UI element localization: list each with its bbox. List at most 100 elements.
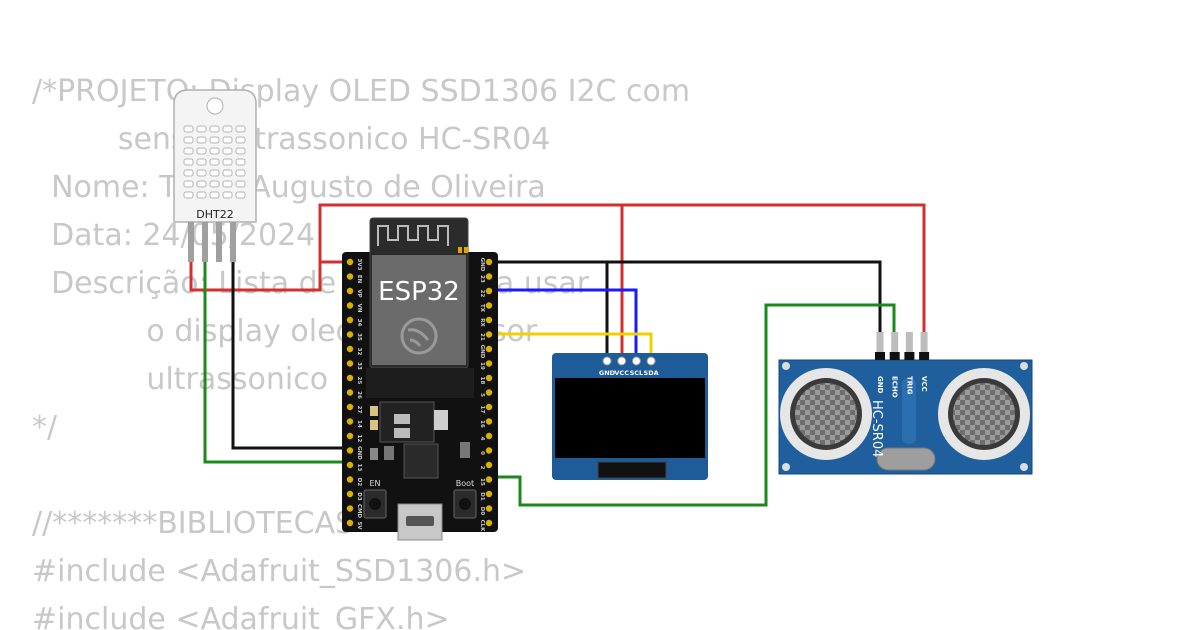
esp32-left-pin-hole[interactable] bbox=[346, 418, 354, 425]
esp32-left-pin-label: D2 bbox=[356, 478, 362, 487]
esp32-left-pin-hole[interactable] bbox=[346, 461, 354, 469]
esp32-right-pin-hole[interactable] bbox=[485, 374, 493, 382]
esp32-right-pin-hole[interactable] bbox=[485, 345, 493, 353]
esp32-right-pin-hole[interactable] bbox=[485, 316, 493, 324]
esp32-right-pin-hole[interactable] bbox=[485, 273, 493, 280]
esp32-right-pin-hole[interactable] bbox=[485, 331, 493, 338]
esp32-left-pin-hole[interactable] bbox=[346, 331, 354, 338]
esp32-left-pin-label: 12 bbox=[356, 435, 362, 443]
esp32-left-pin-label: 13 bbox=[356, 464, 362, 472]
esp32-left-pin-label: VP bbox=[356, 289, 362, 297]
esp32-right-pin-hole[interactable] bbox=[485, 476, 493, 483]
espressif-logo-icon bbox=[400, 317, 438, 355]
hcsr04-pin[interactable] bbox=[876, 332, 884, 354]
esp32-right-pin-hole[interactable] bbox=[485, 461, 493, 469]
wire-hcsr04-echo[interactable] bbox=[488, 303, 896, 507]
esp32-right-pin-label: 2 bbox=[479, 466, 485, 470]
esp32-left-pin-label: 32 bbox=[356, 348, 362, 356]
esp32-left-pin-label: 14 bbox=[356, 420, 362, 428]
esp32-right-pin-label: RX bbox=[479, 318, 485, 327]
esp32-right-pin-label: 21 bbox=[479, 333, 485, 341]
dht22-sensor[interactable]: DHT22 bbox=[173, 89, 257, 262]
esp32-left-pin-hole[interactable] bbox=[346, 302, 354, 309]
esp32-right-pin-hole[interactable] bbox=[485, 505, 493, 512]
esp32-left-pin-label: GND bbox=[356, 446, 362, 460]
esp32-left-pin-hole[interactable] bbox=[346, 374, 354, 382]
esp32-left-pin-label: 26 bbox=[356, 391, 362, 399]
esp32-right-pin-label: CLK bbox=[479, 520, 485, 533]
esp32-right-pin-hole[interactable] bbox=[485, 258, 493, 266]
esp32-right-pin-label: D0 bbox=[479, 507, 485, 516]
esp32-left-pin-hole[interactable] bbox=[346, 519, 354, 527]
hcsr04-pin-label: GND bbox=[876, 376, 884, 394]
esp32-right-pin-label: 23 bbox=[479, 275, 485, 283]
oled-pin-hole[interactable] bbox=[617, 356, 627, 366]
code-line: ultrassonico bbox=[32, 362, 329, 397]
esp32-en-label: EN bbox=[369, 479, 380, 488]
esp32-left-pin-label: CMD bbox=[356, 504, 362, 519]
esp32-left-pin-hole[interactable] bbox=[346, 403, 354, 411]
oled-pin-hole[interactable] bbox=[602, 356, 612, 366]
esp32-left-pin-hole[interactable] bbox=[346, 273, 354, 280]
esp32-left-pin-hole[interactable] bbox=[346, 258, 354, 266]
esp32-right-pin-label: 0 bbox=[479, 451, 485, 455]
esp32-left-pin-hole[interactable] bbox=[346, 447, 354, 454]
esp32-right-pin-hole[interactable] bbox=[485, 403, 493, 411]
esp32-left-pin-hole[interactable] bbox=[346, 389, 354, 396]
esp32-right-pin-hole[interactable] bbox=[485, 389, 493, 396]
oled-pin-hole[interactable] bbox=[646, 356, 656, 366]
esp32-right-pin-hole[interactable] bbox=[485, 490, 493, 498]
wire-dht-data[interactable] bbox=[203, 262, 350, 464]
esp32-left-pin-hole[interactable] bbox=[346, 316, 354, 324]
esp32-left-pin-label: 27 bbox=[356, 406, 362, 414]
esp32-right-pin-label: 22 bbox=[479, 290, 485, 298]
esp32-left-pin-hole[interactable] bbox=[346, 287, 354, 295]
esp32-board[interactable]: ESP32 EN bbox=[342, 217, 498, 541]
esp32-right-pin-hole[interactable] bbox=[485, 360, 493, 367]
oled-pin-hole[interactable] bbox=[631, 356, 641, 366]
code-line: //*******BIBLIOTECAS bbox=[32, 506, 355, 541]
esp32-left-pin-label: D3 bbox=[356, 492, 362, 501]
esp32-right-pin-hole[interactable] bbox=[485, 287, 493, 295]
hcsr04-pin[interactable] bbox=[905, 332, 913, 354]
code-line: Nome: Tiago Augusto de Oliveira bbox=[32, 170, 546, 205]
esp32-right-pin-hole[interactable] bbox=[485, 302, 493, 309]
esp32-right-pin-label: GND bbox=[479, 345, 485, 359]
wire-oled-scl[interactable] bbox=[488, 288, 638, 358]
esp32-right-pin-hole[interactable] bbox=[485, 418, 493, 425]
esp32-right-pin-hole[interactable] bbox=[485, 432, 493, 440]
esp32-right-pin-label: D1 bbox=[479, 492, 485, 501]
hcsr04-pin-label: VCC bbox=[920, 376, 928, 392]
hcsr04-pin[interactable] bbox=[920, 332, 928, 354]
wire-esp-gnd[interactable] bbox=[488, 260, 882, 332]
esp32-right-pin-label: 15 bbox=[479, 478, 485, 486]
esp32-left-pin-hole[interactable] bbox=[346, 432, 354, 440]
esp32-boot-label: Boot bbox=[456, 479, 474, 488]
esp32-right-pin-label: 18 bbox=[479, 377, 485, 385]
wire-dht-gnd[interactable] bbox=[231, 262, 350, 450]
oled-pin-label: VCC bbox=[614, 369, 629, 377]
esp32-left-pin-hole[interactable] bbox=[346, 360, 354, 367]
hcsr04-pin-label: TRIG bbox=[905, 376, 913, 395]
esp32-left-pin-hole[interactable] bbox=[346, 345, 354, 353]
esp32-left-pin-hole[interactable] bbox=[346, 476, 354, 483]
esp32-left-pin-label: 33 bbox=[356, 362, 362, 370]
esp32-left-pin-hole[interactable] bbox=[346, 490, 354, 498]
esp32-right-pin-hole[interactable] bbox=[485, 447, 493, 454]
esp32-label: ESP32 bbox=[378, 277, 460, 307]
transducer-left bbox=[780, 368, 872, 460]
code-line: #include <Adafruit_GFX.h> bbox=[32, 602, 450, 630]
esp32-right-pin-hole[interactable] bbox=[485, 519, 493, 527]
wire-dht-vcc[interactable] bbox=[189, 203, 926, 332]
oled-pin-label: GND bbox=[599, 369, 616, 377]
wire-oled-sda[interactable] bbox=[488, 332, 653, 358]
esp32-left-pin-hole[interactable] bbox=[346, 505, 354, 512]
esp32-left-pin-label: 5V bbox=[356, 521, 362, 530]
hcsr04-pin[interactable] bbox=[891, 332, 899, 354]
wires bbox=[189, 203, 926, 507]
